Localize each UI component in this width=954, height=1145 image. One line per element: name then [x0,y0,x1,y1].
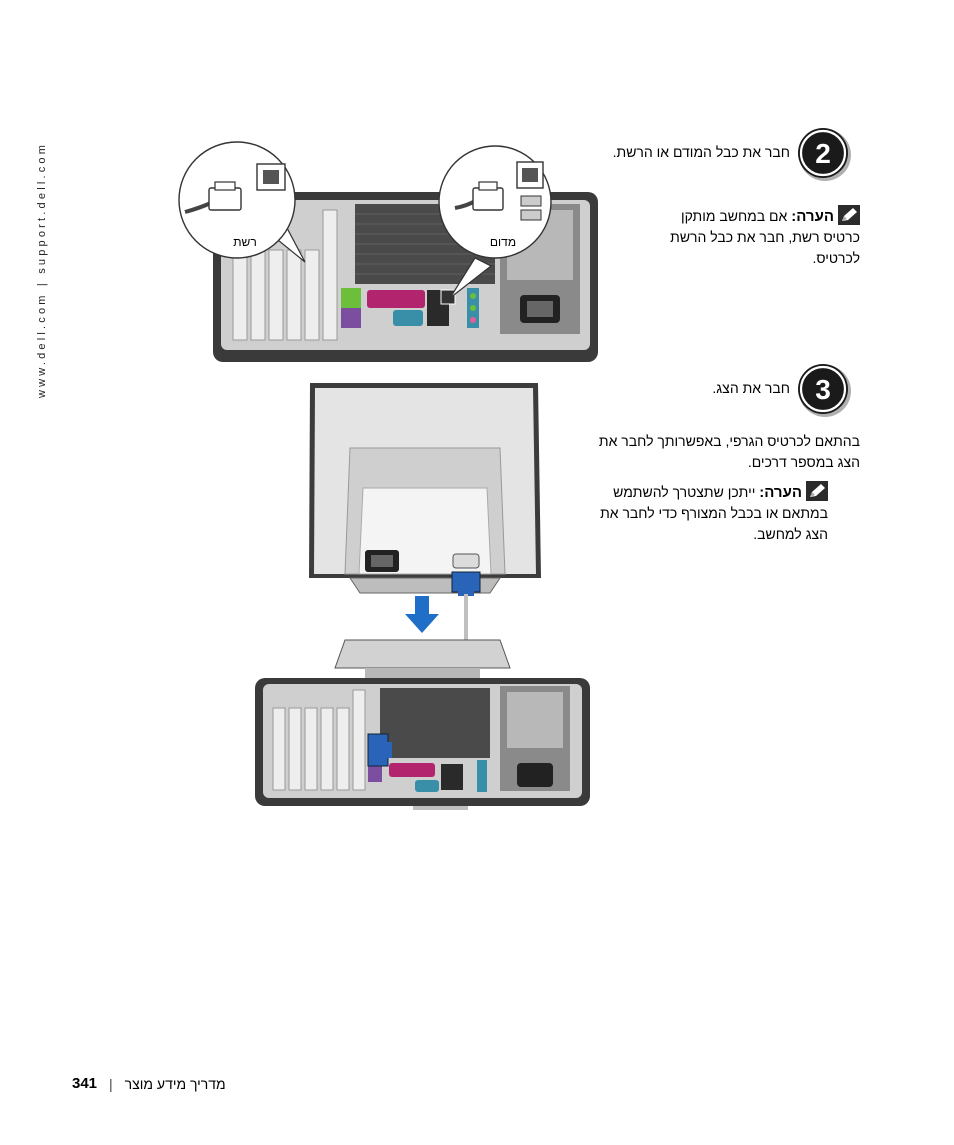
step-3-illustration [255,383,590,810]
callout-modem-label: מדום [490,235,516,249]
callout-network-label: רשת [233,235,256,249]
step-3-note-text: ייתכן שתצטרך להשתמש במתאם או בכבל המצורף… [600,484,828,542]
vga-connector-bottom [367,733,389,767]
step-3-number: 3 [815,374,831,405]
blue-down-arrow [405,596,439,633]
parallel-port [367,290,425,308]
expansion-slots-2 [272,689,366,791]
monitor-vga-port [452,553,480,569]
step-2-note-text: אם במחשב מותקן כרטיס רשת, חבר את כבל הרש… [670,208,860,266]
step-3-note-label: הערה: [759,484,802,501]
step-2-badge: 2 [798,128,851,181]
page-footer: 341 | מדריך מידע מוצר [72,1075,226,1092]
step-2-number: 2 [815,138,831,169]
footer-separator: | [109,1075,113,1092]
network-plug-icon [184,163,286,214]
page-number: 341 [72,1075,98,1092]
serial-port [393,310,423,326]
step-2-note-label: הערה: [791,208,834,225]
port-purple [341,308,361,328]
step-2-note: הערה: אם במחשב מותקן כרטיס רשת, חבר את כ… [650,205,860,269]
note-pencil-icon [838,205,860,225]
network-port [440,289,456,305]
step-2-illustration: רשת מדום [178,141,598,362]
footer-title: מדריך מידע מוצר [124,1075,226,1092]
modem-plug-icon [454,161,544,221]
expansion-slots [232,209,338,341]
step-3-instruction: חבר את הצג. [712,380,790,396]
vent-grid-2 [380,688,490,758]
step-3-note: הערה: ייתכן שתצטרך להשתמש במתאם או בכבל … [578,481,828,545]
step-3-body: בהתאם לכרטיס הגרפי, באפשרותך לחבר את הצג… [598,433,860,470]
note-pencil-icon [806,481,828,501]
step-3-badge: 3 [798,364,851,417]
vga-connector-top [451,571,481,593]
step-2-instruction: חבר את כבל המודם או הרשת. [612,144,790,160]
side-url: www.dell.com | support.dell.com [36,141,48,398]
